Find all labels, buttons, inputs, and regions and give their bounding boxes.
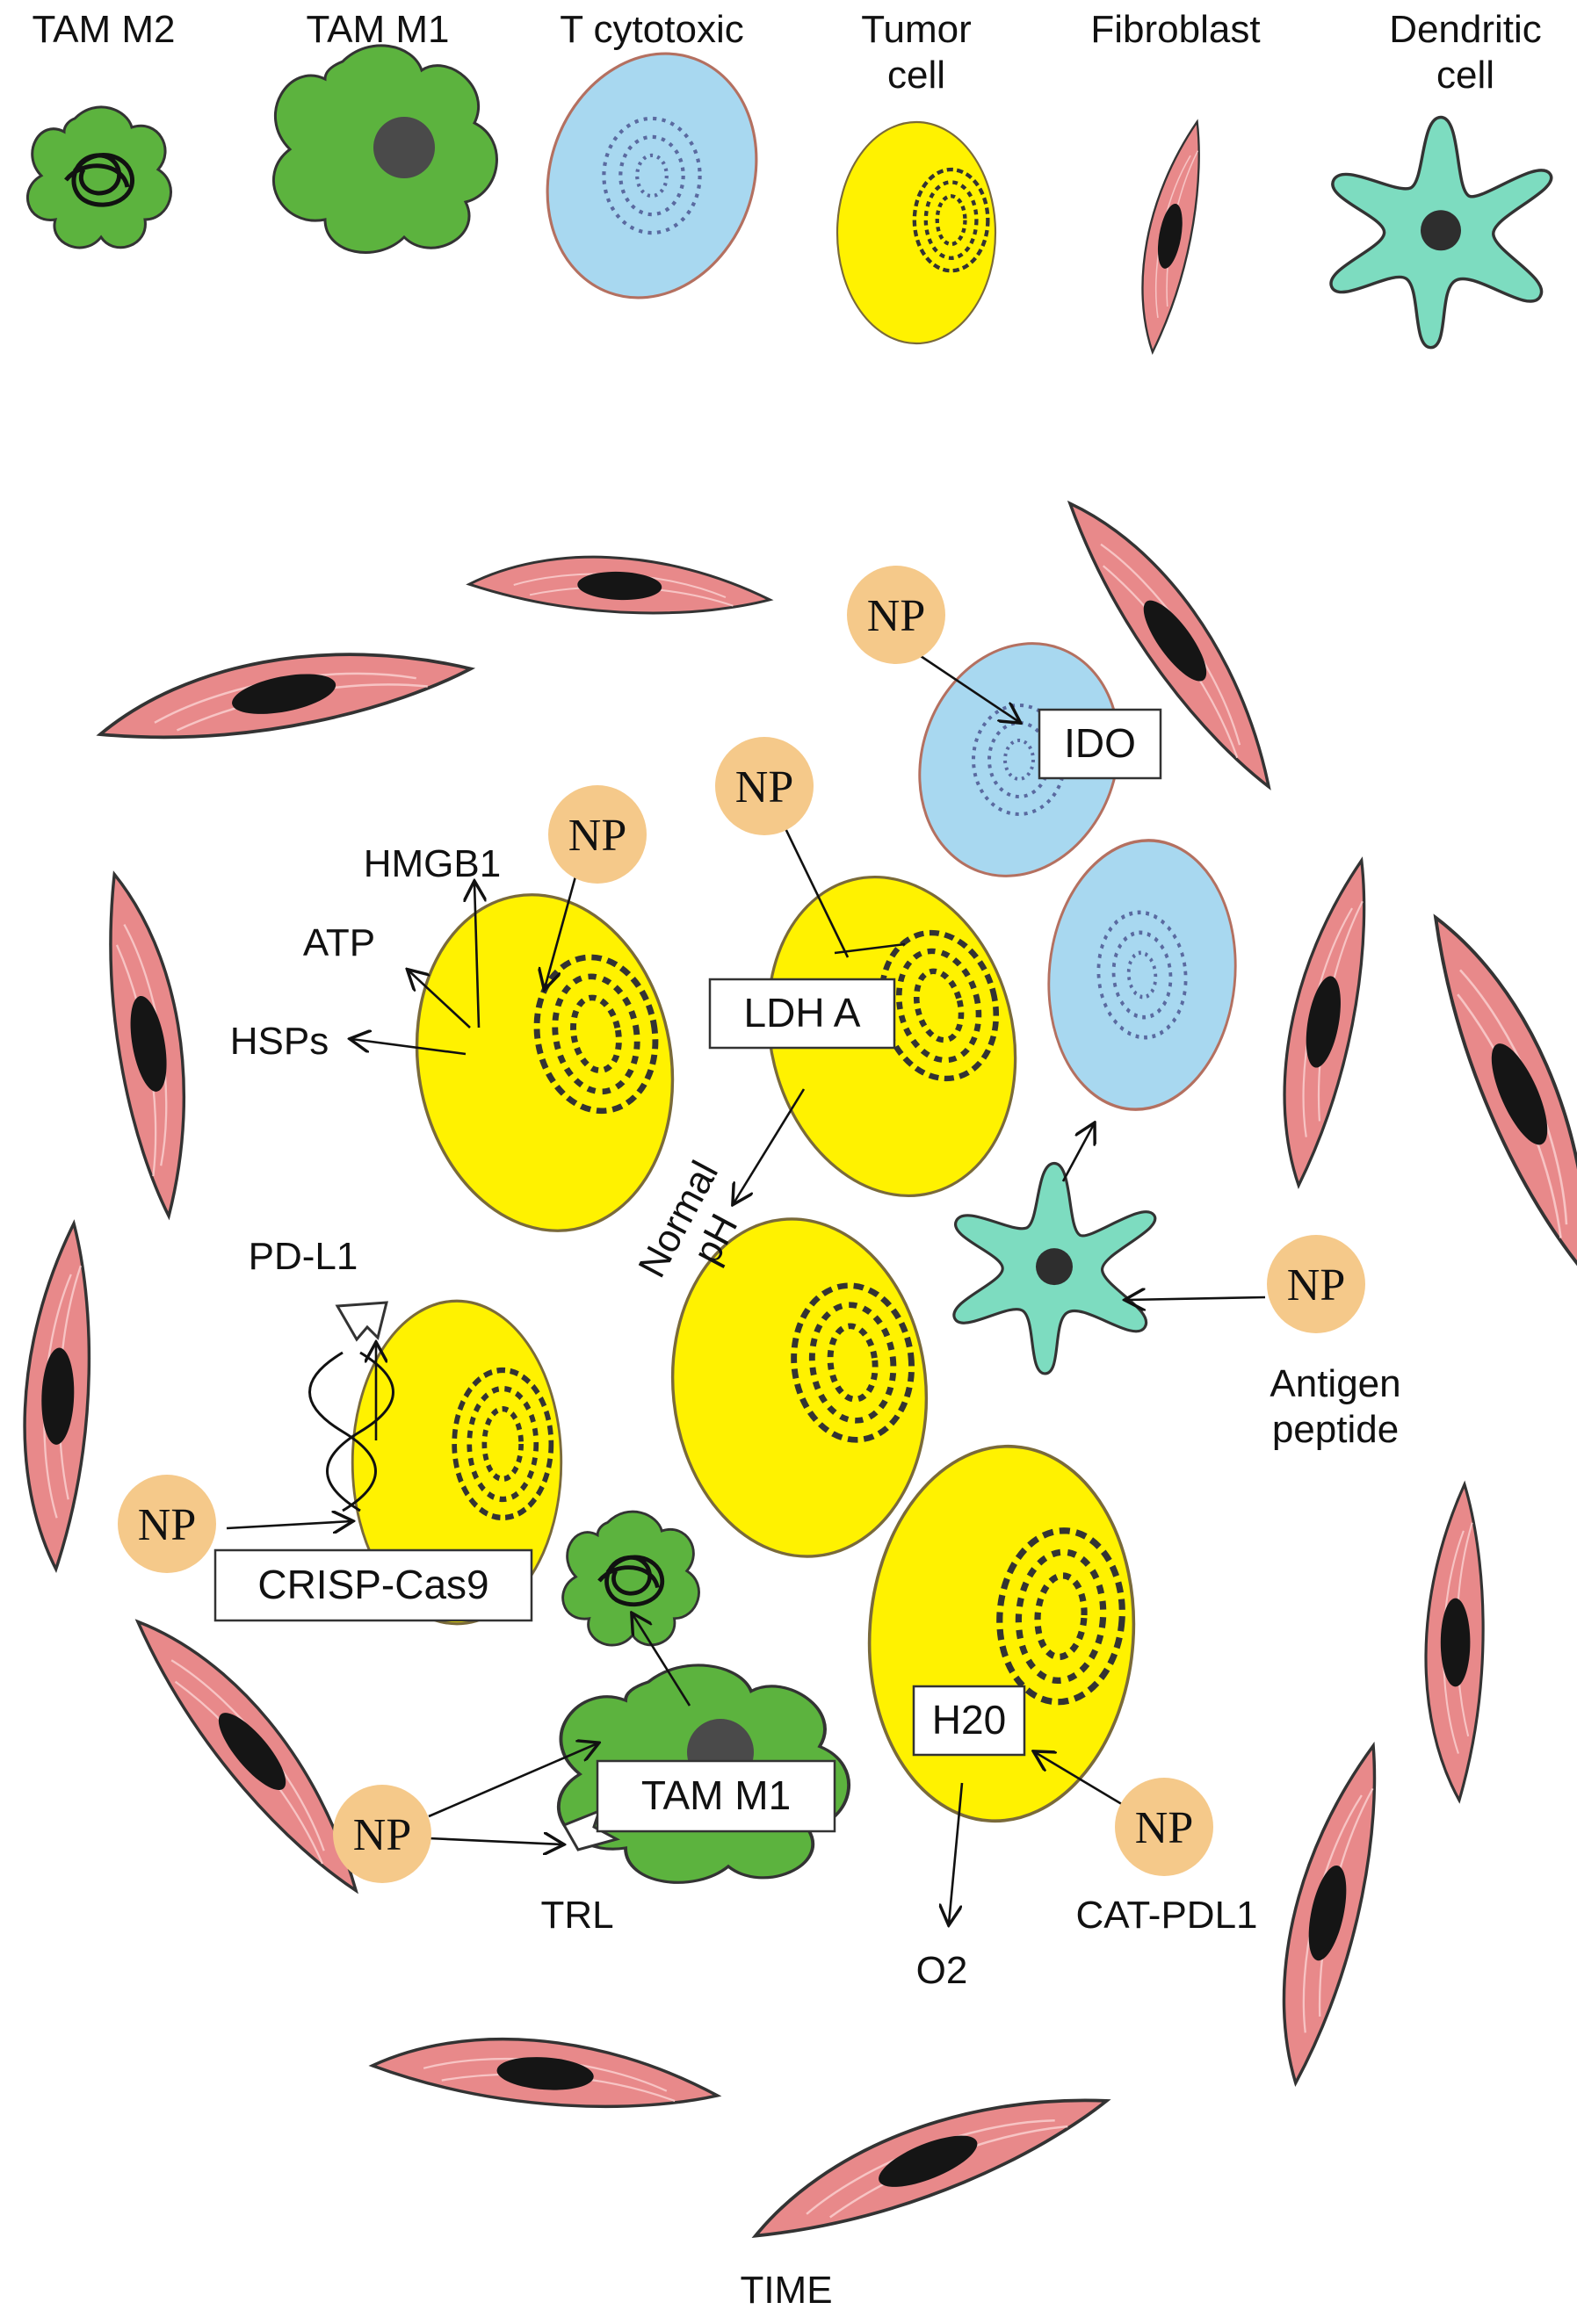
crisp-cas9-box: CRISP-Cas9 bbox=[213, 1548, 533, 1622]
label-antigen: Antigen bbox=[1270, 1362, 1400, 1405]
legend: TAM M2 TAM M1 T cytotoxic Tumor cell Fib… bbox=[27, 8, 1553, 355]
label-trl: TRL bbox=[540, 1894, 613, 1937]
dna-helix bbox=[308, 1351, 394, 1512]
nanoparticle-cat: NP bbox=[1115, 1778, 1213, 1876]
pd-l1-receptor bbox=[335, 1301, 388, 1342]
label-time: TIME bbox=[740, 2269, 832, 2312]
legend-label-fibroblast: Fibroblast bbox=[1090, 8, 1260, 51]
nanoparticle-ido: NP bbox=[847, 566, 945, 664]
legend-label-dendritic-1: Dendritic bbox=[1389, 8, 1542, 51]
tumor-cell bbox=[391, 874, 698, 1251]
h20-label: H20 bbox=[932, 1697, 1006, 1743]
boxed-labels: IDO LDH A CRISP-Cas9 TAM M1 H20 bbox=[213, 708, 1162, 1833]
legend-tam-m2-cell bbox=[27, 107, 170, 248]
label-hsps: HSPs bbox=[230, 1020, 329, 1063]
np-label: NP bbox=[138, 1500, 196, 1550]
inhibition-bar bbox=[834, 942, 906, 955]
arrow bbox=[409, 971, 471, 1028]
arrows bbox=[226, 653, 1266, 1923]
fibroblast bbox=[737, 2078, 1122, 2245]
nanoparticle-tam: NP bbox=[333, 1785, 431, 1883]
legend-t-cytotoxic-cell bbox=[514, 24, 790, 327]
tam-m1-label: TAM M1 bbox=[641, 1772, 791, 1818]
legend-dendritic-cell bbox=[1329, 115, 1553, 350]
trl-receptor bbox=[561, 1808, 621, 1851]
fibroblast bbox=[95, 646, 475, 744]
arrow bbox=[734, 1088, 806, 1203]
legend-tam-m1-cell bbox=[271, 44, 498, 254]
nanoparticle-antigen: NP bbox=[1267, 1235, 1365, 1333]
fibroblast bbox=[130, 1587, 374, 1918]
ldh-a-box: LDH A bbox=[708, 978, 896, 1050]
np-label: NP bbox=[568, 811, 626, 861]
label-pd-l1: PD-L1 bbox=[249, 1235, 358, 1278]
tam-m1-box: TAM M1 bbox=[596, 1759, 836, 1833]
arrow bbox=[545, 860, 582, 988]
nanoparticle-ldh: NP bbox=[715, 737, 814, 835]
arrow bbox=[780, 820, 850, 958]
ido-label: IDO bbox=[1064, 720, 1136, 766]
legend-label-dendritic-2: cell bbox=[1436, 54, 1494, 97]
fibroblast bbox=[1427, 896, 1577, 1295]
label-atp: ATP bbox=[303, 921, 375, 964]
legend-tumor-cell bbox=[837, 122, 995, 343]
np-label: NP bbox=[1135, 1803, 1193, 1853]
dendritic-cell bbox=[952, 1161, 1157, 1375]
fibroblast bbox=[1241, 853, 1408, 1189]
h20-box: H20 bbox=[912, 1685, 1026, 1757]
nanoparticles: NP NP NP NP NP NP NP bbox=[118, 566, 1365, 1883]
arrow bbox=[428, 1838, 562, 1844]
np-label: NP bbox=[735, 762, 793, 812]
fibroblast bbox=[467, 530, 775, 644]
fibroblast bbox=[1235, 1737, 1421, 2087]
nanoparticle-icd: NP bbox=[548, 785, 647, 884]
tumor-cell bbox=[656, 1207, 943, 1570]
legend-fibroblast-cell bbox=[1111, 116, 1230, 355]
ldh-a-label: LDH A bbox=[744, 990, 861, 1036]
legend-label-tam-m2: TAM M2 bbox=[33, 8, 176, 51]
arrow bbox=[917, 653, 1019, 722]
arrow bbox=[428, 1743, 597, 1818]
label-peptide: peptide bbox=[1272, 1408, 1399, 1451]
arrow bbox=[1035, 1752, 1134, 1813]
fibroblast bbox=[369, 2003, 723, 2146]
arrow bbox=[949, 1782, 964, 1923]
np-label: NP bbox=[353, 1810, 411, 1860]
label-hmgb1: HMGB1 bbox=[364, 842, 501, 885]
label-cat-pdl1: CAT-PDL1 bbox=[1075, 1894, 1257, 1937]
np-label: NP bbox=[1287, 1260, 1345, 1310]
fibroblast bbox=[0, 1218, 124, 1572]
arrow bbox=[1126, 1297, 1266, 1300]
fibroblast bbox=[1401, 1480, 1510, 1803]
legend-label-t-cytotoxic: T cytotoxic bbox=[560, 8, 743, 51]
nanoparticle-crispr: NP bbox=[118, 1475, 216, 1573]
legend-label-tumor-1: Tumor bbox=[861, 8, 972, 51]
fibroblast bbox=[106, 870, 191, 1220]
arrow bbox=[633, 1614, 691, 1707]
arrow bbox=[351, 1039, 467, 1056]
arrow bbox=[1061, 1124, 1094, 1182]
legend-label-tam-m1: TAM M1 bbox=[307, 8, 450, 51]
arrow bbox=[474, 883, 479, 1028]
crisp-cas9-label: CRISP-Cas9 bbox=[257, 1562, 488, 1607]
np-label: NP bbox=[867, 591, 925, 641]
ido-box: IDO bbox=[1038, 708, 1162, 780]
label-o2: O2 bbox=[916, 1949, 968, 1992]
legend-label-tumor-2: cell bbox=[887, 54, 945, 97]
tam-m2-cell bbox=[563, 1512, 699, 1645]
arrow bbox=[226, 1521, 351, 1528]
